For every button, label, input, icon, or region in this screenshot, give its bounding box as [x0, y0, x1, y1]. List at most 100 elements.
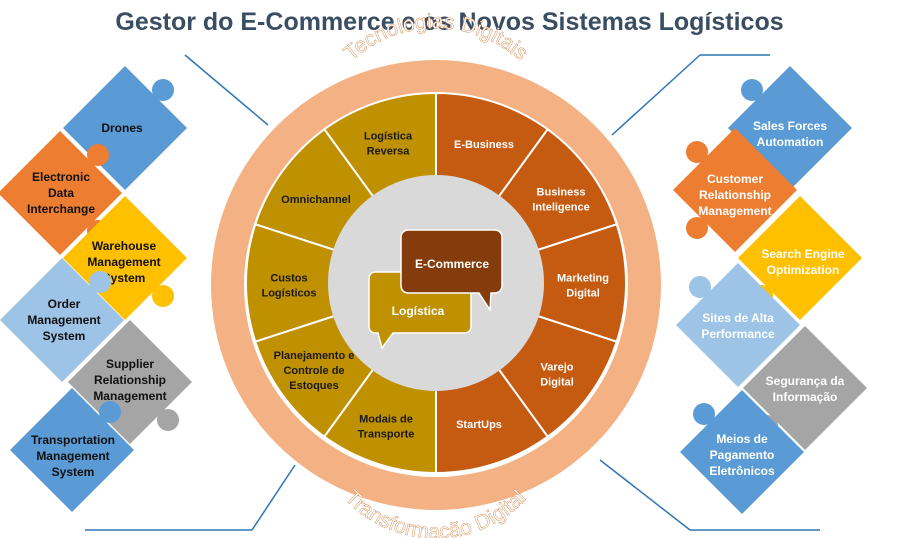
puzzle-knob — [689, 276, 711, 298]
right-puzzle-label-line: Search Engine — [761, 247, 845, 261]
connector-lines — [85, 54, 820, 531]
puzzle-knob — [152, 79, 174, 101]
right-puzzle-label-line: Relationship — [699, 188, 771, 202]
left-puzzle-label-line: Order — [48, 297, 81, 311]
right-puzzle-piece: Segurança da Informação — [743, 326, 867, 450]
right-segment-label: E-Business — [454, 139, 514, 151]
left-segment-label-line: Estoques — [289, 380, 339, 392]
puzzle-knob — [89, 271, 111, 293]
right-puzzle-label-line: Sites de Alta — [702, 311, 774, 325]
right-puzzle-label-line: Sales Forces — [753, 119, 827, 133]
right-puzzle-label-line: Customer — [707, 172, 763, 186]
left-puzzle-label-line: Warehouse — [92, 239, 157, 253]
left-puzzle-label-line: Management — [27, 313, 100, 327]
right-segment-label-line: Marketing — [557, 272, 609, 284]
page-title: Gestor do E-Commerce e os Novos Sistemas… — [115, 8, 784, 36]
connector-line — [599, 459, 691, 531]
right-segment-label-line: StartUps — [456, 419, 502, 431]
puzzle-knob — [157, 409, 179, 431]
left-puzzle-label-line: Transportation — [31, 433, 115, 447]
left-puzzle-label-line: System — [43, 329, 86, 343]
left-segment-label-line: Custos — [270, 272, 307, 284]
left-segment-label-line: Planejamento e — [274, 350, 355, 362]
ring-top-label: Tecnologias Digitais — [340, 10, 533, 65]
right-puzzle-label-line: Optimization — [767, 263, 840, 277]
left-puzzle-label-line: Management — [87, 255, 160, 269]
right-segment-label-line: Digital — [566, 287, 600, 299]
right-puzzle-label-line: Segurança da — [766, 374, 845, 388]
bubble-bottom-label: Logística — [392, 304, 445, 318]
right-puzzle-label-line: Eletrônicos — [709, 464, 775, 478]
right-puzzle-label: Segurança da Informação — [766, 374, 845, 404]
right-puzzle-label-line: Informação — [773, 390, 838, 404]
left-puzzle-label-line: Interchange — [27, 202, 95, 216]
left-puzzle-label-line: Data — [48, 186, 74, 200]
puzzle-knob — [686, 141, 708, 163]
right-puzzle-label-line: Automation — [757, 135, 824, 149]
speech-bubble-shape — [400, 229, 503, 313]
left-segment-label-line: Controle de — [283, 365, 344, 377]
left-segment-label: Omnichannel — [281, 194, 351, 206]
left-segment-label-line: Reversa — [367, 145, 411, 157]
left-segment-label-line: Omnichannel — [281, 194, 351, 206]
puzzle-knob — [152, 285, 174, 307]
connector-line — [251, 464, 296, 531]
puzzle-piece-body — [0, 131, 122, 255]
right-segment-label-line: Digital — [540, 376, 574, 388]
left-segment-label: Modais de Transporte — [358, 413, 415, 440]
right-segment-label-line: Varejo — [540, 361, 573, 373]
left-puzzle-label-line: Electronic — [32, 170, 90, 184]
right-segment-label-line: Business — [537, 186, 586, 198]
bubble-top-label: E-Commerce — [415, 257, 489, 271]
puzzle-knob — [741, 79, 763, 101]
left-segment-label: Planejamento e Controle de Estoques — [274, 350, 355, 392]
puzzle-knob — [686, 217, 708, 239]
right-puzzle-label-line: Performance — [701, 327, 775, 341]
right-puzzle-label-line: Management — [698, 204, 771, 218]
left-segment-label-line: Modais de — [359, 413, 413, 425]
speech-bubble-ecommerce: E-Commerce — [400, 229, 503, 313]
puzzle-knob — [87, 144, 109, 166]
right-puzzle-label-line: Meios de — [716, 432, 768, 446]
left-segment-label-line: Logística — [364, 130, 413, 142]
connector-line — [184, 54, 269, 126]
right-segment-label-line: E-Business — [454, 139, 514, 151]
left-segment-label-line: Transporte — [358, 428, 415, 440]
puzzle-knob — [693, 403, 715, 425]
connector-line — [611, 54, 701, 136]
left-puzzle-label-line: Drones — [101, 121, 143, 135]
left-puzzle-label-line: Supplier — [106, 357, 154, 371]
left-puzzle-label-line: System — [52, 465, 95, 479]
right-segment-label: StartUps — [456, 419, 502, 431]
puzzle-knob — [99, 401, 121, 423]
left-segment-label-line: Logísticos — [261, 287, 316, 299]
left-puzzle-label-line: System — [103, 271, 146, 285]
left-puzzle-label-line: Relationship — [94, 373, 166, 387]
right-puzzle-label-line: Pagamento — [710, 448, 775, 462]
left-puzzle-label-line: Management — [93, 389, 166, 403]
